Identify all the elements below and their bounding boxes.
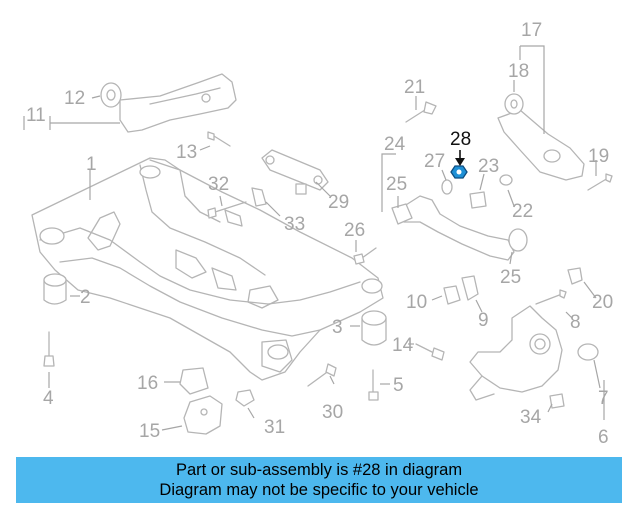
callout-16: 16 [137,373,158,394]
callout-6: 6 [598,427,609,448]
highlighted-part-28 [450,165,468,179]
bolt-part-26 [353,247,377,265]
washer-part-22 [499,174,513,186]
lateral-arm-part-24 [391,195,528,261]
callout-23: 23 [478,156,499,177]
callout-34: 34 [520,407,542,428]
callout-12: 12 [64,88,85,109]
bushing-part-10 [443,285,461,305]
subframe-part-1 [31,157,384,381]
arrowhead-28 [455,158,465,166]
banner-line-1: Part or sub-assembly is #28 in diagram [175,461,463,479]
bracket-part-15 [183,395,223,435]
callout-9: 9 [478,310,489,331]
bolt-part-19 [587,173,613,191]
banner-line-2: Diagram may not be specific to your vehi… [159,481,479,499]
nut-part-20 [567,267,583,285]
callout-22: 22 [512,201,533,222]
bushing-part-3 [361,310,387,346]
callout-32: 32 [208,174,229,195]
callout-5: 5 [393,375,404,396]
callout-4: 4 [43,388,54,409]
bushing-part-2 [43,273,67,305]
callout-labels: 1 2 3 4 5 6 7 8 9 10 11 12 13 14 15 16 1… [26,20,613,448]
bolt-part-14 [415,343,445,361]
bushing-part-27 [441,179,453,195]
bolt-part-30 [307,363,337,387]
callout-11: 11 [26,105,46,126]
callout-27: 27 [424,151,445,172]
bolt-part-21 [405,101,437,123]
mount-part-16 [179,367,209,395]
callout-33: 33 [284,214,305,235]
callout-8: 8 [570,312,581,333]
callout-26: 26 [344,220,365,241]
nut-part-31 [235,389,255,407]
callout-13: 13 [176,142,197,163]
bracket-part-33 [251,187,267,207]
callout-1: 1 [86,154,97,175]
callout-21: 21 [404,77,425,98]
bushing-part-9 [461,275,479,301]
callout-2: 2 [80,287,91,308]
callout-28: 28 [450,129,471,150]
knuckle-part-6 [469,305,599,401]
bolt-part-32 [207,201,247,219]
bushing-part-23 [469,191,487,209]
upper-arm-part-11 [100,73,237,133]
bolt-part-13 [207,131,231,147]
callout-19: 19 [588,146,609,167]
callout-29: 29 [328,192,349,213]
info-banner: Part or sub-assembly is #28 in diagram D… [16,457,622,503]
callout-7: 7 [598,388,609,409]
bolt-part-8 [535,289,567,305]
callout-20: 20 [592,292,613,313]
lower-arm-part-17 [497,93,585,181]
callout-25b: 25 [500,267,521,288]
callout-30: 30 [322,402,343,423]
link-part-29 [261,149,329,195]
callout-31: 31 [264,417,285,438]
bolt-part-5 [368,369,379,401]
callout-24: 24 [384,134,406,155]
leader-lines [23,45,605,431]
callout-17: 17 [521,20,542,41]
callout-18: 18 [508,61,529,82]
callout-25a: 25 [386,174,407,195]
callout-10: 10 [406,292,427,313]
bolt-part-4 [43,331,55,367]
callout-15: 15 [139,421,160,442]
callout-14: 14 [392,335,414,356]
nut-part-34 [549,393,565,409]
callout-3: 3 [332,317,343,338]
